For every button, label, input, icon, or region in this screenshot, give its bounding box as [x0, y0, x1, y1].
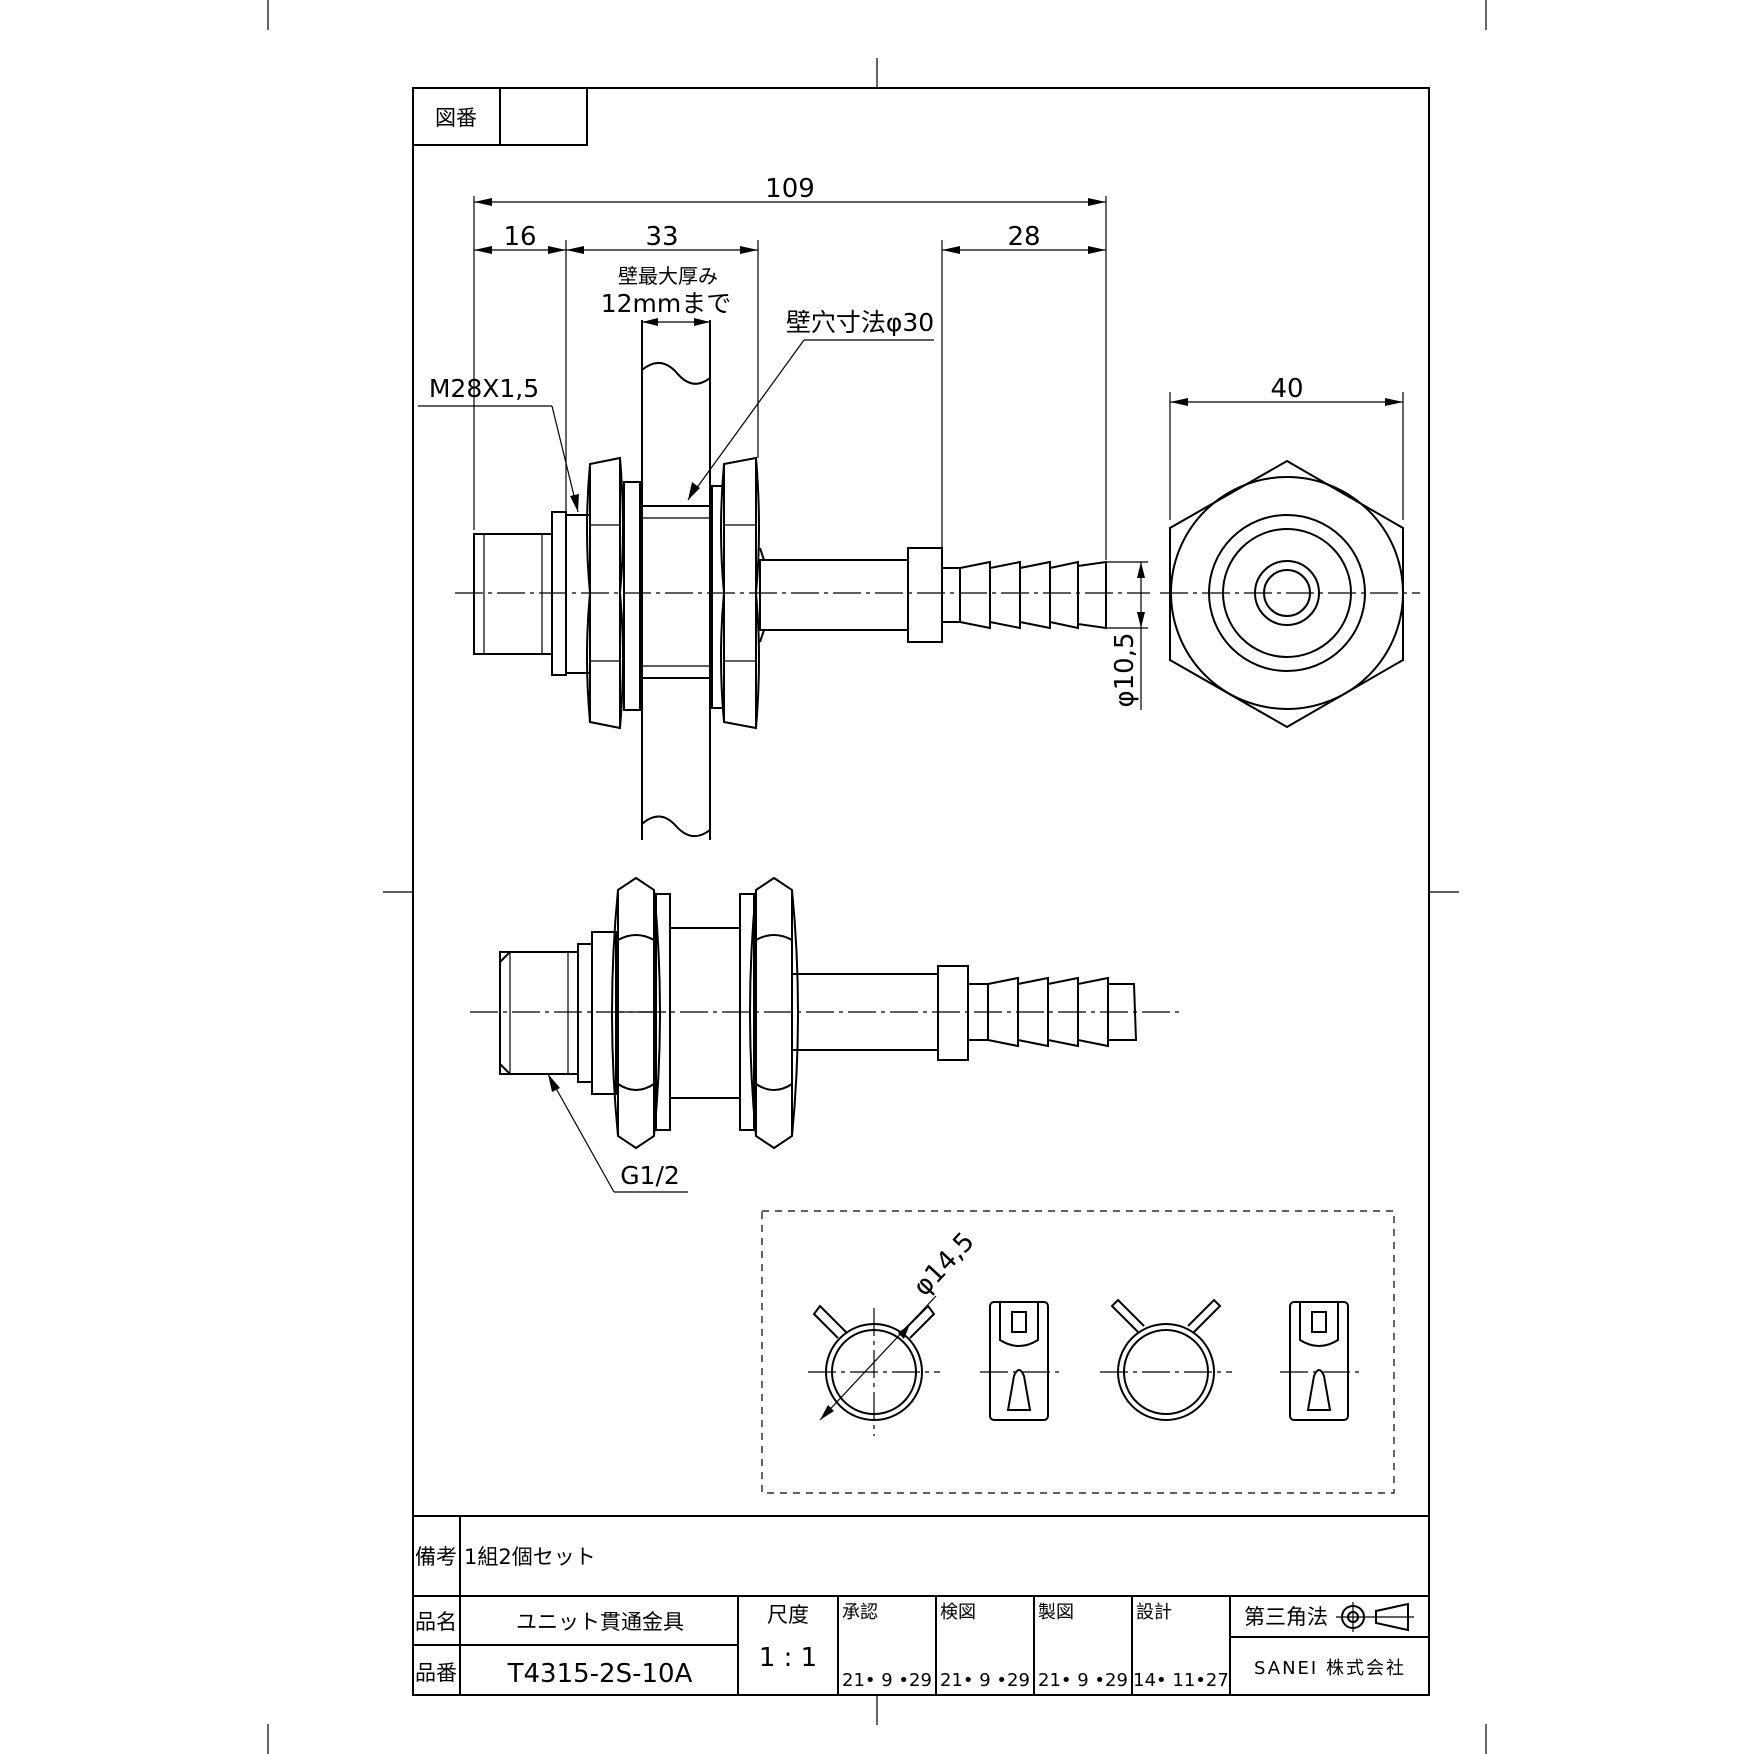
drawing-frame [412, 87, 1430, 1696]
wall-section [641, 320, 711, 840]
sheet-corner-marks [267, 0, 1487, 1754]
dim-thread-length: 16 [503, 222, 536, 252]
title-block: 備考 1組2個セット 品名 ユニット貫通金具 品番 T4315-2S-10A 尺… [413, 1515, 1429, 1695]
drawn-label: 製図 [1038, 1602, 1074, 1623]
drawn-date: 21• 9 •29 [1038, 1670, 1128, 1691]
designed-label: 設計 [1136, 1602, 1172, 1623]
wall-max-thickness-line1: 壁最大厚み [618, 264, 718, 288]
dim-overall-length: 109 [765, 174, 815, 204]
remarks-label: 備考 [415, 1545, 457, 1569]
thread-spec-annotation: M28X1,5 [429, 374, 539, 403]
checked-date: 21• 9 •29 [940, 1670, 1030, 1691]
scale-label: 尺度 [767, 1603, 809, 1627]
wall-max-thickness-line2: 12mmまで [601, 289, 732, 318]
dim-hose-diameter: φ10,5 [1110, 632, 1140, 707]
end-view-hex [1160, 459, 1420, 729]
wall-hole-annotation: 壁穴寸法φ30 [786, 308, 934, 337]
side-view-lower: G1/2 [470, 876, 1180, 1193]
approved-date: 21• 9 •29 [842, 1670, 932, 1691]
company-name: SANEI 株式会社 [1254, 1658, 1406, 1679]
pipe-thread-annotation: G1/2 [620, 1161, 680, 1190]
approved-label: 承認 [842, 1602, 878, 1623]
scale-value: 1 : 1 [759, 1643, 817, 1673]
product-name-value: ユニット貫通金具 [516, 1610, 684, 1634]
product-name-label: 品名 [415, 1610, 457, 1634]
dim-hex-width: 40 [1270, 374, 1303, 404]
dim-hose-length: 28 [1007, 222, 1040, 252]
checked-label: 検図 [940, 1602, 976, 1623]
projection-label: 第三角法 [1244, 1605, 1328, 1629]
side-view-upper: 109 16 33 28 40 壁最大厚み 12mmまで 壁穴寸法φ30 [418, 174, 1404, 840]
dim-clamp-diameter: φ14,5 [908, 1227, 981, 1302]
dim-body-length: 33 [645, 222, 678, 252]
product-number-label: 品番 [415, 1661, 457, 1685]
designed-date: 14• 11•27 [1133, 1670, 1229, 1691]
product-number-value: T4315-2S-10A [507, 1659, 693, 1689]
drawing-number-box: 図番 [412, 87, 588, 146]
remarks-value: 1組2個セット [464, 1545, 596, 1569]
third-angle-projection-icon [1336, 1602, 1414, 1632]
drawing-number-label: 図番 [435, 106, 477, 130]
hose-clamp-detail: φ14,5 [761, 1210, 1395, 1494]
